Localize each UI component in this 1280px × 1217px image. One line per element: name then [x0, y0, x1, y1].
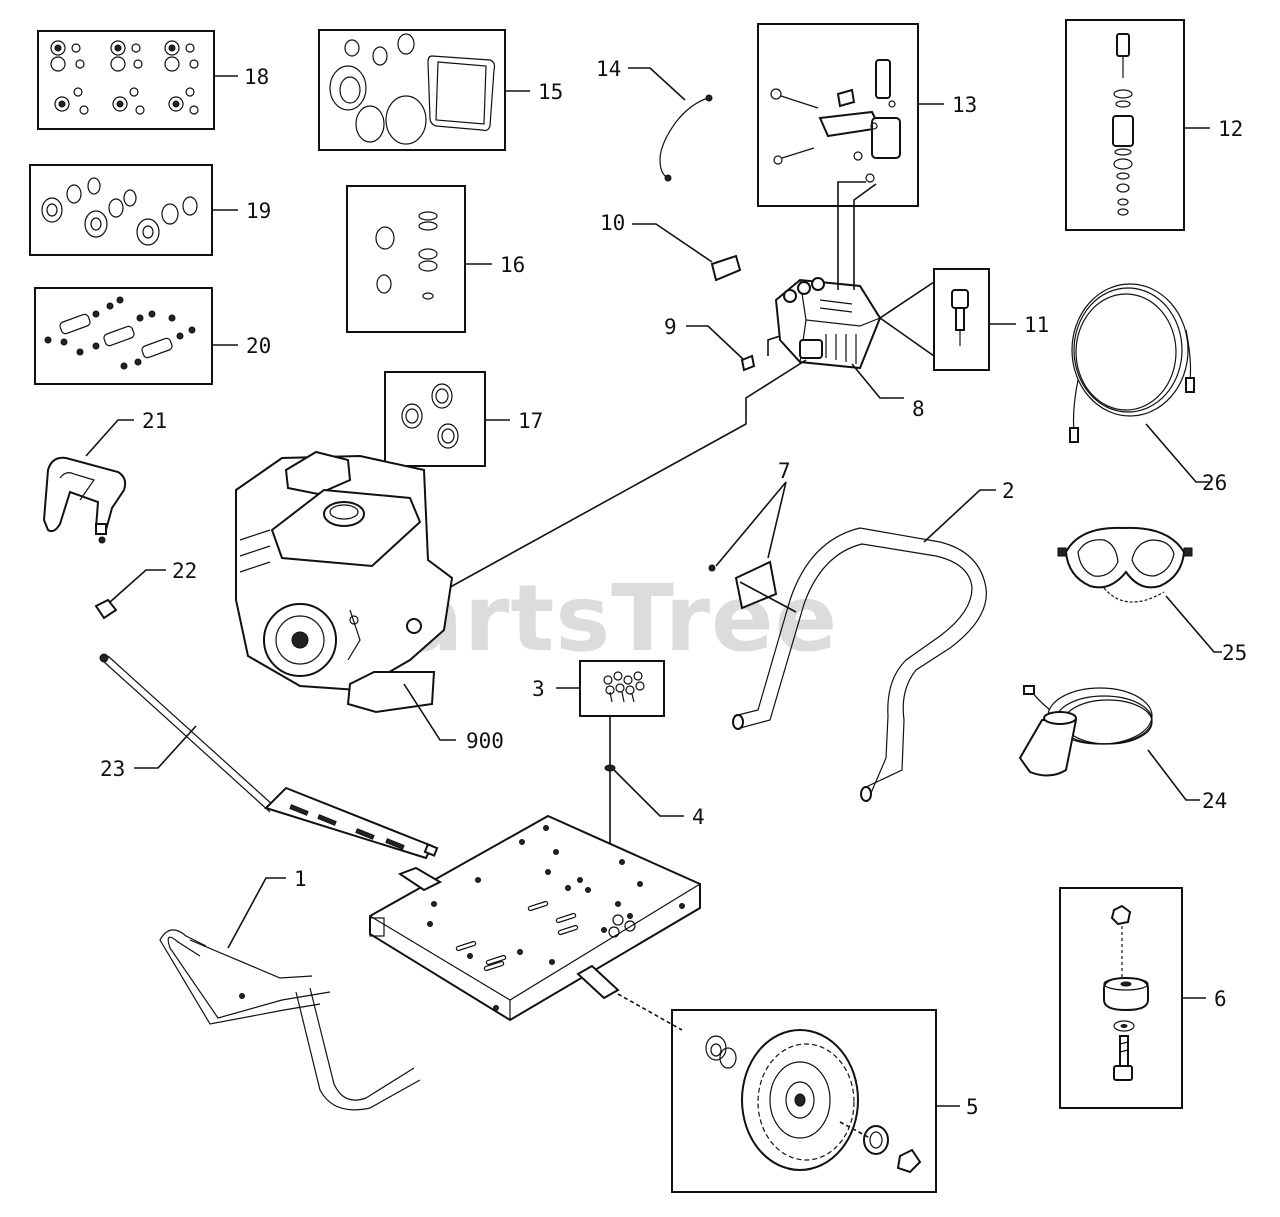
- callout-11: 11: [1024, 313, 1049, 337]
- callout-900: 900: [466, 729, 504, 753]
- part-11-thermal-relief-valve[interactable]: [933, 268, 1016, 371]
- callout-19: 19: [246, 199, 271, 223]
- callout-18: 18: [244, 65, 269, 89]
- callout-10: 10: [600, 211, 625, 235]
- part-14-bypass-hose[interactable]: [628, 67, 713, 182]
- part-22-quick-connect[interactable]: [94, 569, 166, 620]
- callout-9: 9: [664, 315, 677, 339]
- part-18-seal-kit[interactable]: [37, 30, 238, 130]
- callout-12: 12: [1218, 117, 1243, 141]
- callout-1: 1: [294, 867, 307, 891]
- callout-17: 17: [518, 409, 543, 433]
- callout-15: 15: [538, 80, 563, 104]
- part-17-check-valve-kit[interactable]: [384, 371, 510, 467]
- part-1-lower-handle[interactable]: [159, 877, 421, 1111]
- callout-14: 14: [596, 57, 621, 81]
- part-8-pump[interactable]: [767, 181, 935, 399]
- part-10-fitting[interactable]: [632, 223, 742, 282]
- part-19-packing-kit[interactable]: [29, 164, 238, 256]
- base-plate[interactable]: [369, 814, 701, 1031]
- callout-22: 22: [172, 559, 197, 583]
- part-23-spray-wand[interactable]: [99, 653, 439, 860]
- callout-16: 16: [500, 253, 525, 277]
- part-16-o-ring-kit[interactable]: [346, 185, 492, 333]
- callout-3: 3: [532, 677, 545, 701]
- part-21-spray-gun[interactable]: [42, 419, 134, 544]
- callout-23: 23: [100, 757, 125, 781]
- leader-pump-to-engine: [433, 359, 807, 597]
- callout-24: 24: [1202, 789, 1227, 813]
- part-6-vibration-mount[interactable]: [1059, 887, 1206, 1109]
- part-9-plug[interactable]: [686, 325, 756, 372]
- callout-6: 6: [1214, 987, 1227, 1011]
- callout-5: 5: [966, 1095, 979, 1119]
- part-12-injector-assembly[interactable]: [1065, 19, 1210, 231]
- part-900-engine[interactable]: [235, 450, 456, 741]
- part-25-safety-goggles[interactable]: [1057, 526, 1222, 653]
- callout-2: 2: [1002, 479, 1015, 503]
- callout-7: 7: [778, 459, 791, 483]
- callout-26: 26: [1202, 471, 1227, 495]
- part-24-chemical-hose[interactable]: [1018, 685, 1200, 801]
- callout-8: 8: [912, 397, 925, 421]
- part-26-high-pressure-hose[interactable]: [1069, 283, 1210, 483]
- part-2-handle[interactable]: [732, 489, 996, 802]
- callout-25: 25: [1222, 641, 1247, 665]
- callout-13: 13: [952, 93, 977, 117]
- part-13-unloader-assembly[interactable]: [757, 23, 944, 207]
- callout-20: 20: [246, 334, 271, 358]
- part-4-washer[interactable]: [604, 764, 684, 817]
- part-5-wheel-kit[interactable]: [671, 1009, 960, 1193]
- part-15-oil-seal-kit[interactable]: [318, 29, 530, 151]
- callout-4: 4: [692, 805, 705, 829]
- part-20-valve-kit[interactable]: [34, 287, 238, 385]
- callout-21: 21: [142, 409, 167, 433]
